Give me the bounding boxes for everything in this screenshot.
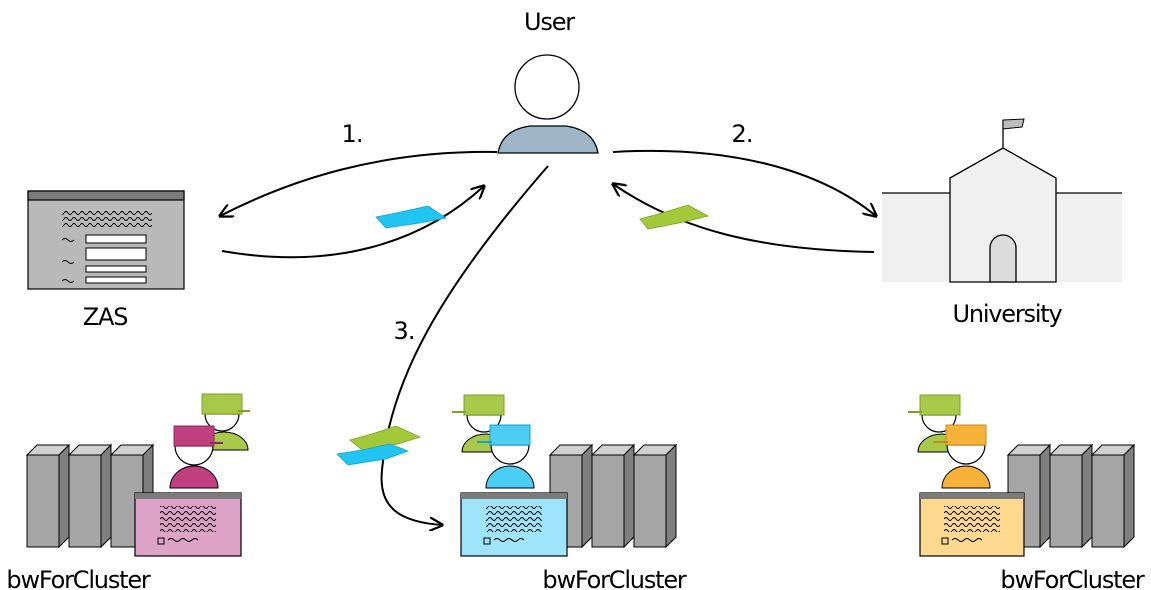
- server-rack-icon: [26, 444, 154, 548]
- university-building-icon: [882, 118, 1122, 283]
- web-form-icon: [27, 190, 185, 290]
- step-2-flow: 2.: [612, 120, 876, 253]
- response-arrow-1: [221, 186, 484, 259]
- document-icon: [134, 492, 242, 557]
- administrator-icon: [477, 424, 535, 489]
- step-3-flow: 3.: [380, 165, 549, 525]
- university-node: University: [882, 118, 1122, 328]
- user-node: User: [497, 8, 599, 154]
- step-3-label: 3.: [394, 317, 415, 345]
- document-icon: [460, 492, 568, 557]
- document-icon: [919, 492, 1025, 557]
- request-arrow-1: [220, 150, 498, 216]
- cluster-center-label: bwForCluster: [542, 566, 686, 590]
- university-label: University: [952, 300, 1062, 328]
- step-2-label: 2.: [732, 120, 753, 148]
- cluster-left: bwForCluster: [6, 393, 250, 590]
- request-arrow-2: [612, 149, 876, 216]
- cluster-left-label: bwForCluster: [6, 566, 150, 590]
- step-1-flow: 1.: [220, 120, 498, 259]
- administrator-icon: [169, 425, 223, 489]
- cluster-center: bwForCluster: [452, 394, 688, 590]
- entitlement-ticket-icon: [336, 204, 710, 466]
- ticket-cyan-cluster: [336, 443, 410, 466]
- zas-label: ZAS: [83, 303, 128, 331]
- administrator-icon: [933, 424, 991, 489]
- server-rack-icon: [549, 444, 677, 548]
- ticket-university: [639, 204, 710, 230]
- request-arrow-3: [380, 165, 549, 525]
- server-rack-icon: [1007, 444, 1135, 548]
- person-icon: [497, 54, 599, 154]
- cluster-right: bwForCluster: [908, 394, 1146, 590]
- step-1-label: 1.: [342, 120, 363, 148]
- zas-node: ZAS: [27, 190, 185, 331]
- ticket-zas: [375, 205, 448, 229]
- cluster-right-label: bwForCluster: [1000, 566, 1144, 590]
- user-label: User: [524, 8, 575, 36]
- response-arrow-2: [613, 184, 875, 253]
